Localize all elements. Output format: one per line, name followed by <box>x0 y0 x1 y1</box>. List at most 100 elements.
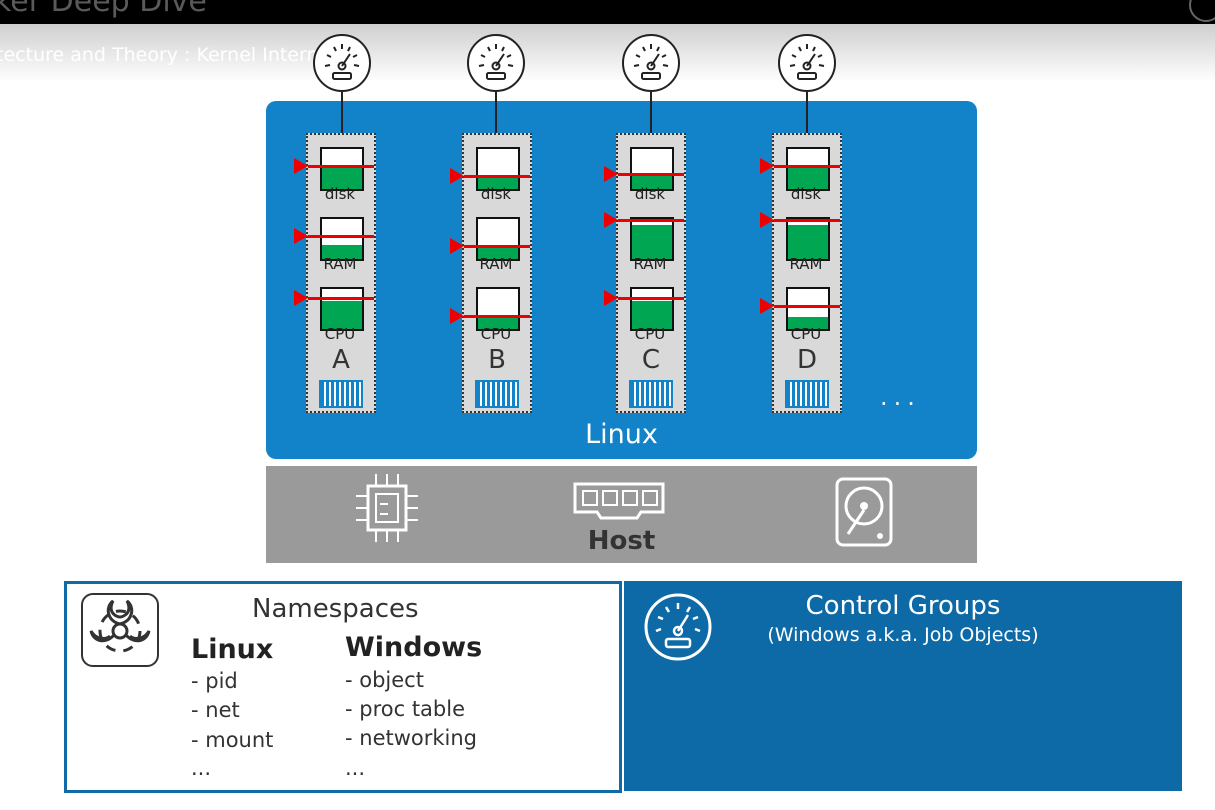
container-name: A <box>332 345 350 375</box>
usage-box <box>320 287 364 331</box>
usage-fill <box>788 317 828 329</box>
usage-fill <box>478 245 518 259</box>
windows-namespace-item: ... <box>345 756 366 780</box>
namespaces-title: Namespaces <box>252 594 419 624</box>
usage-box <box>630 217 674 261</box>
cpu-chip-icon <box>356 474 418 542</box>
limit-arrow-icon <box>760 212 774 228</box>
container-name: B <box>488 345 506 375</box>
linux-namespace-item: - mount <box>191 728 274 752</box>
disk-meter: disk <box>294 147 374 203</box>
container-name: D <box>796 345 818 375</box>
gauge-connector-line <box>341 92 343 148</box>
usage-box <box>786 217 830 261</box>
cpu-meter: CPU <box>760 287 840 343</box>
resource-label: RAM <box>323 255 357 273</box>
container-gauge-icon <box>313 34 371 92</box>
usage-fill <box>632 301 672 329</box>
windows-namespace-item: - proc table <box>345 697 466 721</box>
resource-label: CPU <box>324 325 356 343</box>
limit-line <box>464 315 530 318</box>
cpu-meter: CPU <box>450 287 530 343</box>
info-icon[interactable] <box>1189 0 1215 22</box>
limit-arrow-icon <box>294 290 308 306</box>
linux-namespaces-heading: Linux <box>191 634 274 665</box>
biohazard-icon <box>81 593 159 667</box>
limit-arrow-icon <box>604 212 618 228</box>
disk-meter: disk <box>450 147 530 203</box>
resource-label: disk <box>324 185 356 203</box>
video-title-bar: ker Deep Dive <box>0 0 1215 24</box>
limit-arrow-icon <box>760 298 774 314</box>
usage-box <box>630 287 674 331</box>
resource-label: disk <box>634 185 666 203</box>
resource-label: CPU <box>480 325 512 343</box>
usage-fill <box>478 317 518 329</box>
windows-namespace-item: - object <box>345 668 424 692</box>
network-adapter-icon <box>629 380 673 408</box>
limit-arrow-icon <box>604 166 618 182</box>
resource-label: CPU <box>634 325 666 343</box>
resource-label: RAM <box>479 255 513 273</box>
cpu-meter: CPU <box>604 287 684 343</box>
limit-line <box>464 245 530 248</box>
linux-namespace-item: ... <box>191 756 212 780</box>
ram-meter: RAM <box>450 217 530 273</box>
resource-label: RAM <box>633 255 667 273</box>
limit-arrow-icon <box>604 290 618 306</box>
control-groups-title: Control Groups <box>805 591 1001 621</box>
limit-arrow-icon <box>450 168 464 184</box>
windows-namespace-item: - networking <box>345 726 478 750</box>
resource-label: CPU <box>790 325 822 343</box>
ram-meter: RAM <box>604 212 684 273</box>
usage-box <box>476 287 520 331</box>
limit-line <box>308 165 374 168</box>
network-adapter-icon <box>475 380 519 408</box>
resource-label: disk <box>480 185 512 203</box>
video-subtitle: tecture and Theory : Kernel Internals <box>0 44 346 66</box>
limit-line <box>464 175 530 178</box>
control-groups-panel: Control Groups (Windows a.k.a. Job Objec… <box>624 581 1182 791</box>
usage-fill <box>322 245 362 259</box>
linux-namespace-item: - pid <box>191 669 238 693</box>
control-groups-subtitle: (Windows a.k.a. Job Objects) <box>767 624 1039 646</box>
resource-label: RAM <box>789 255 823 273</box>
host-label: Host <box>587 526 656 556</box>
host-box: Host <box>266 466 977 563</box>
hard-disk-icon <box>835 477 893 547</box>
ram-meter: RAM <box>294 217 374 273</box>
limit-line <box>774 305 840 308</box>
more-containers-indicator: ... <box>880 383 921 411</box>
limit-line <box>774 165 840 168</box>
network-adapter-icon <box>319 380 363 408</box>
usage-box <box>320 217 364 261</box>
disk-meter: disk <box>604 147 684 203</box>
linux-label: Linux <box>585 419 658 450</box>
limit-line <box>308 297 374 300</box>
usage-fill <box>322 167 362 189</box>
cpu-meter: CPU <box>294 287 374 343</box>
usage-box <box>476 217 520 261</box>
limit-arrow-icon <box>760 158 774 174</box>
network-adapter-icon <box>785 380 829 408</box>
gauge-connector-line <box>495 92 497 148</box>
limit-arrow-icon <box>294 228 308 244</box>
gauge-icon <box>644 593 712 661</box>
limit-line <box>618 173 684 176</box>
gauge-connector-line <box>650 92 652 148</box>
limit-arrow-icon <box>450 308 464 324</box>
limit-line <box>308 235 374 238</box>
limit-line <box>774 219 840 222</box>
usage-fill <box>632 173 672 189</box>
limit-arrow-icon <box>294 158 308 174</box>
container-gauge-icon <box>622 34 680 92</box>
usage-fill <box>632 225 672 259</box>
usage-box <box>320 147 364 191</box>
usage-box <box>786 147 830 191</box>
disk-meter: disk <box>760 147 840 203</box>
video-title: ker Deep Dive <box>0 0 207 19</box>
